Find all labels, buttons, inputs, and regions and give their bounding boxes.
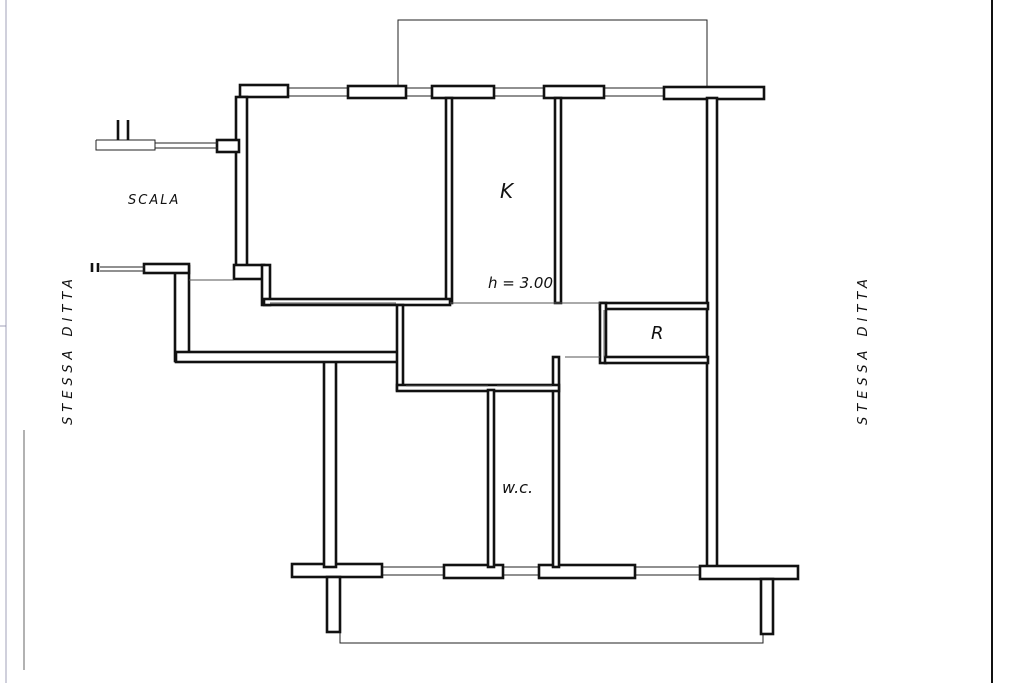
neighbor-right-label: STESSA DITTA [856,274,871,425]
top-wall [238,83,766,101]
bottom-windows [382,566,700,576]
top-windows [288,87,665,97]
right-wall [705,96,719,570]
closet-label: R [651,323,664,344]
bottom-balcony [339,632,764,644]
door-openings [189,279,605,387]
kitchen-label: K [500,179,515,203]
neighbor-left-label: STESSA DITTA [61,274,76,425]
stair-label: SCALA [128,193,180,208]
interior-walls [262,96,710,569]
wc-label: w.c. [502,478,533,497]
top-balcony [397,19,708,86]
left-walls [90,95,400,569]
ceiling-height-label: h = 3.00 [488,274,553,292]
bottom-wall [290,562,800,636]
